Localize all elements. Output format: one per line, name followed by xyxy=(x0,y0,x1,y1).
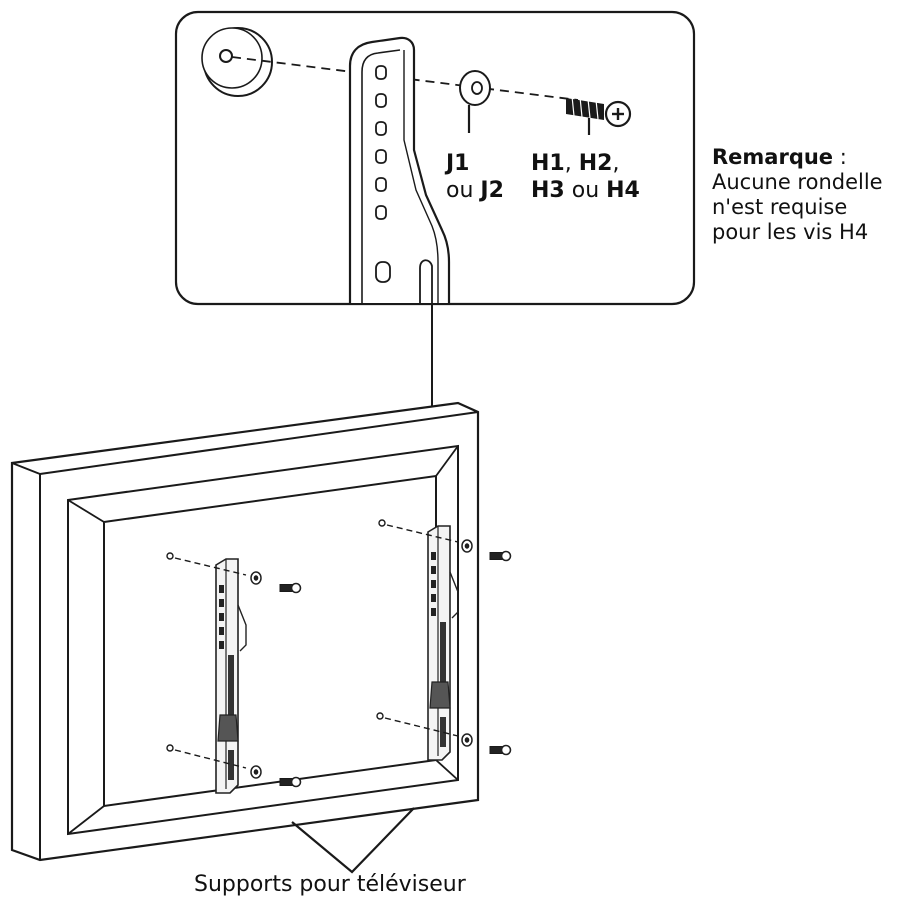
note-line-3: pour les vis H4 xyxy=(712,220,869,244)
screw-h2-label: H2 xyxy=(578,151,613,176)
screw-icon xyxy=(566,95,632,135)
note-line-2: n'est requise xyxy=(712,195,848,219)
tv-threaded-hole-icon xyxy=(201,27,273,97)
screw-h1-label: H1 xyxy=(531,151,565,176)
washer-icon xyxy=(459,70,491,133)
screw-or-label: ou xyxy=(571,178,600,203)
bracket-detail-icon xyxy=(348,36,451,303)
alignment-dashed-line xyxy=(231,56,579,101)
note-block: Remarque : Aucune rondelle n'est requise… xyxy=(712,145,883,245)
note-title: Remarque xyxy=(712,145,834,169)
washer-j2-label: J2 xyxy=(480,178,504,203)
screw-h3-label: H3 xyxy=(531,178,565,203)
caption-text: Supports pour téléviseur xyxy=(194,872,466,897)
screw-label: H1, H2, H3 ou H4 xyxy=(531,150,640,204)
screw-sep1: , xyxy=(564,151,572,176)
washer-j1-label: J1 xyxy=(446,151,470,176)
note-colon: : xyxy=(833,145,847,169)
tv-back-panel xyxy=(10,401,480,862)
washer-or-label: ou xyxy=(446,178,474,203)
note-line-1: Aucune rondelle xyxy=(712,170,883,194)
screw-h4-label: H4 xyxy=(606,178,640,203)
washer-label: J1 ou J2 xyxy=(446,150,504,204)
caption-pointer xyxy=(291,807,415,874)
screw-sep2: , xyxy=(612,151,620,176)
tv-hardware xyxy=(166,519,512,788)
zoom-callout-panel xyxy=(174,10,696,306)
